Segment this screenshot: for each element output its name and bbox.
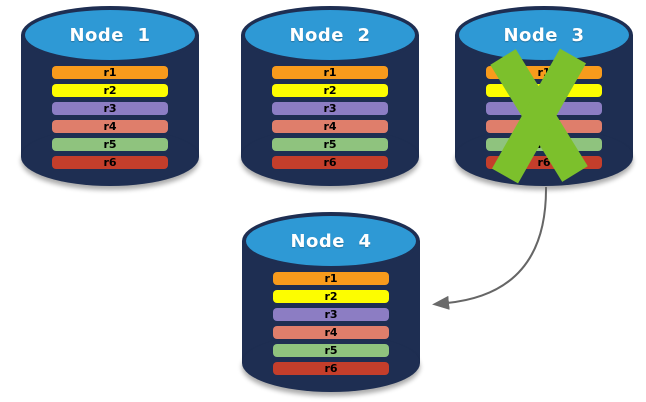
failover-arrow [432,186,548,310]
replica-label: r2 [323,84,337,97]
cylinder-top: Node 4 [242,212,420,270]
replica-label: r2 [324,290,338,303]
replica-bar-r2: r2 [52,84,168,97]
replica-list: r1 r2 r3 r4 r5 r6 [273,272,389,375]
replica-bar-r4: r4 [272,120,388,133]
replica-bar-r5: r5 [273,344,389,357]
replica-bar-r6: r6 [52,156,168,169]
db-node-2: Node 2 r1 r2 r3 r4 r5 r6 [241,6,419,186]
replica-label: r3 [537,102,551,115]
replica-label: r4 [103,120,117,133]
replica-bar-r1: r1 [486,66,602,79]
replica-bar-r2: r2 [272,84,388,97]
db-node-3: Node 3 r1 r2 r3 r4 r5 r6 [455,6,633,186]
replica-label: r5 [323,138,337,151]
replica-label: r5 [537,138,551,151]
replica-bar-r3: r3 [272,102,388,115]
node-title: Node 4 [290,230,372,252]
replica-bar-r4: r4 [52,120,168,133]
replica-bar-r6: r6 [272,156,388,169]
node-title: Node 2 [289,24,371,46]
replica-list: r1 r2 r3 r4 r5 r6 [272,66,388,169]
db-node-1: Node 1 r1 r2 r3 r4 r5 r6 [21,6,199,186]
replica-label: r6 [323,156,337,169]
replica-bar-r5: r5 [52,138,168,151]
replica-bar-r1: r1 [272,66,388,79]
replica-bar-r3: r3 [273,308,389,321]
replica-label: r2 [103,84,117,97]
node-title: Node 3 [503,24,585,46]
replica-label: r3 [103,102,117,115]
replica-label: r2 [537,84,551,97]
replica-label: r5 [103,138,117,151]
replica-list: r1 r2 r3 r4 r5 r6 [52,66,168,169]
replica-bar-r6: r6 [486,156,602,169]
replica-bar-r6: r6 [273,362,389,375]
replica-bar-r2: r2 [486,84,602,97]
replica-label: r1 [103,66,117,79]
replica-label: r4 [323,120,337,133]
replica-bar-r2: r2 [273,290,389,303]
replica-label: r1 [323,66,337,79]
replica-label: r1 [537,66,551,79]
replica-bar-r4: r4 [273,326,389,339]
node-title: Node 1 [69,24,151,46]
replica-label: r4 [537,120,551,133]
cylinder-top: Node 3 [455,6,633,64]
replica-bar-r1: r1 [273,272,389,285]
replica-label: r6 [537,156,551,169]
cylinder-top: Node 2 [241,6,419,64]
replica-bar-r3: r3 [52,102,168,115]
db-node-4: Node 4 r1 r2 r3 r4 r5 r6 [242,212,420,392]
cylinder-top: Node 1 [21,6,199,64]
replica-label: r6 [103,156,117,169]
replica-bar-r5: r5 [272,138,388,151]
replica-bar-r4: r4 [486,120,602,133]
replica-label: r5 [324,344,338,357]
replica-list: r1 r2 r3 r4 r5 r6 [486,66,602,169]
replica-label: r4 [324,326,338,339]
replica-bar-r3: r3 [486,102,602,115]
replica-bar-r5: r5 [486,138,602,151]
replica-label: r6 [324,362,338,375]
replica-bar-r1: r1 [52,66,168,79]
replica-label: r1 [324,272,338,285]
replica-label: r3 [324,308,338,321]
replica-label: r3 [323,102,337,115]
